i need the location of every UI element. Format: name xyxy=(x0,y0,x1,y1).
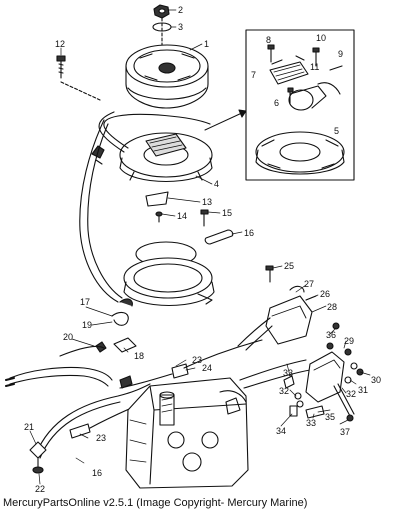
callout-20: 20 xyxy=(63,332,73,342)
callout-36: 36 xyxy=(326,330,336,340)
stator-assembly-part xyxy=(119,132,213,182)
powerhead-block xyxy=(125,377,249,489)
stator-harness xyxy=(79,111,211,303)
callout-7: 7 xyxy=(251,70,256,80)
nut-part xyxy=(153,4,170,19)
callout-23a: 23 xyxy=(192,355,202,365)
callout-4: 4 xyxy=(214,179,219,189)
callout-16b: 16 xyxy=(92,468,102,478)
flywheel-part xyxy=(125,44,209,109)
callout-labels: 2 3 1 12 8 10 9 11 7 6 5 4 13 14 15 16 2… xyxy=(24,5,381,494)
callout-29: 29 xyxy=(344,336,354,346)
callout-28: 28 xyxy=(327,302,337,312)
callout-2: 2 xyxy=(178,5,183,15)
callout-23b: 23 xyxy=(96,433,106,443)
copyright-caption: MercuryPartsOnline v2.5.1 (Image Copyrig… xyxy=(3,497,308,509)
lower-hardware-part xyxy=(283,375,355,422)
callout-19: 19 xyxy=(82,320,92,330)
callout-34: 34 xyxy=(276,426,286,436)
coil-lead-wires xyxy=(183,339,311,389)
exploded-parts-diagram: 2 3 1 12 8 10 9 11 7 6 5 4 13 14 15 16 2… xyxy=(5,4,381,494)
kill-switch-lead-part xyxy=(29,383,151,474)
callout-16: 16 xyxy=(244,228,254,238)
bolt-25-part xyxy=(265,265,274,283)
callout-5: 5 xyxy=(334,126,339,136)
detail-inset-box xyxy=(245,29,355,181)
callout-33b: 33 xyxy=(306,418,316,428)
callout-22: 22 xyxy=(35,484,45,494)
link-16-part xyxy=(204,229,234,245)
trigger-part xyxy=(145,191,169,207)
callout-18: 18 xyxy=(134,351,144,361)
bolt-12-part xyxy=(56,55,66,79)
callout-32a: 32 xyxy=(346,389,356,399)
callout-31: 31 xyxy=(358,385,368,395)
callout-17: 17 xyxy=(80,297,90,307)
callout-3: 3 xyxy=(178,22,183,32)
switch-box-part xyxy=(305,322,345,403)
trigger-plate-ring xyxy=(123,241,215,306)
callout-9: 9 xyxy=(338,49,343,59)
callout-27: 27 xyxy=(304,279,314,289)
callout-37: 37 xyxy=(340,427,350,437)
connector-18-part xyxy=(113,337,137,353)
bolt-15-part xyxy=(200,209,209,227)
inset-coil-part xyxy=(267,44,343,111)
inset-stator-plate xyxy=(255,131,345,175)
wire-clip-part xyxy=(111,298,133,326)
callout-12: 12 xyxy=(55,39,65,49)
callout-13: 13 xyxy=(202,197,212,207)
callout-6: 6 xyxy=(274,98,279,108)
callout-30: 30 xyxy=(371,375,381,385)
callout-15: 15 xyxy=(222,208,232,218)
callout-25: 25 xyxy=(284,261,294,271)
leader-lines xyxy=(29,9,371,485)
ground-wire-part xyxy=(5,341,113,387)
callout-35: 35 xyxy=(325,412,335,422)
callout-33a: 33 xyxy=(283,368,293,378)
callout-14: 14 xyxy=(177,211,187,221)
callout-24: 24 xyxy=(202,363,212,373)
callout-10: 10 xyxy=(316,33,326,43)
callout-11: 11 xyxy=(310,62,319,72)
screw-14-part xyxy=(155,211,163,223)
ignition-coil-part xyxy=(237,285,317,351)
callout-8: 8 xyxy=(266,35,271,45)
callout-21: 21 xyxy=(24,422,34,432)
callout-1: 1 xyxy=(204,39,209,49)
callout-32b: 32 xyxy=(279,386,289,396)
callout-26: 26 xyxy=(320,289,330,299)
